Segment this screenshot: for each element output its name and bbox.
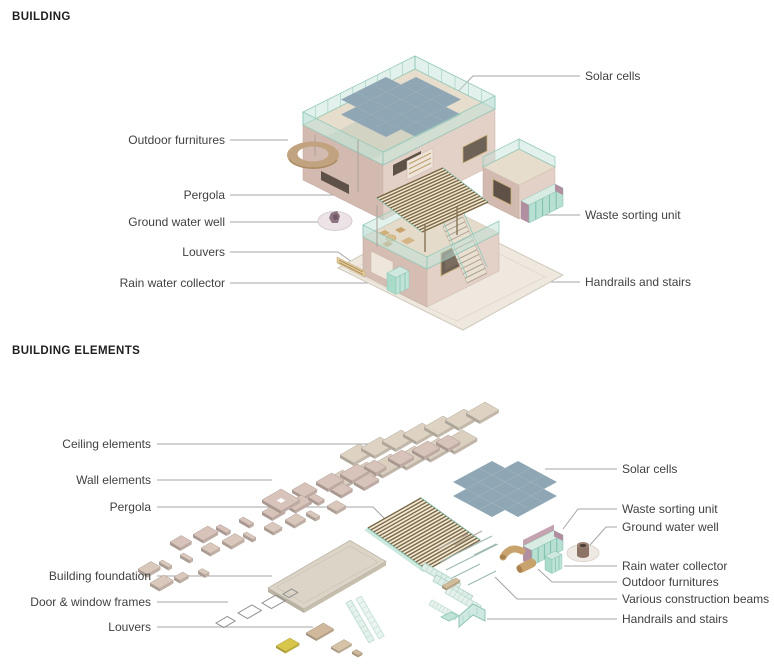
label-rain-water-collector-element: Rain water collector: [622, 559, 728, 573]
label-louvers-element: Louvers: [108, 620, 151, 634]
ground-water-well-element: [566, 542, 600, 562]
glass-parapet: [382, 95, 496, 166]
wall-panel-with-window: [261, 488, 301, 514]
pergola-canopy: [376, 167, 489, 252]
label-handrails-and-stairs-element: Handrails and stairs: [622, 612, 729, 626]
section-title-building: BUILDING: [12, 11, 71, 23]
louvers-awning: [336, 256, 366, 278]
label-door-window-frames: Door & window frames: [30, 595, 151, 609]
label-solar-cells-element: Solar cells: [622, 462, 678, 476]
label-handrails-and-stairs: Handrails and stairs: [585, 275, 692, 289]
label-ground-water-well-element: Ground water well: [622, 520, 719, 534]
handrails-element: [440, 603, 486, 629]
rain-water-collector-element: [544, 550, 563, 574]
waste-sorting-unit-element: [522, 524, 564, 566]
outdoor-furniture-ring: [287, 135, 378, 247]
label-ground-water-well: Ground water well: [128, 215, 225, 229]
outdoor-furnitures-element: [499, 545, 537, 573]
upper-volume: [302, 55, 496, 221]
label-waste-sorting-unit: Waste sorting unit: [585, 208, 681, 222]
leader-line: [494, 576, 617, 600]
leader-line: [589, 526, 617, 546]
label-various-construction-beams: Various construction beams: [622, 592, 770, 606]
leader-line: [537, 568, 617, 583]
label-outdoor-furnitures-element: Outdoor furnitures: [622, 575, 719, 589]
label-waste-sorting-unit-element: Waste sorting unit: [622, 502, 718, 516]
window-slot: [321, 171, 349, 194]
section-title-building-elements: BUILDING ELEMENTS: [12, 345, 141, 357]
solar-cells-element: [453, 461, 557, 517]
label-pergola: Pergola: [183, 188, 225, 202]
door-and-window-frames: [214, 588, 299, 629]
rain-water-collector: [386, 266, 410, 295]
solar-cells-roof: [341, 77, 461, 137]
ground-water-well: [317, 211, 353, 231]
building-foundation: [267, 540, 387, 613]
label-pergola-element: Pergola: [109, 500, 151, 514]
window-opening: [492, 178, 512, 206]
label-rain-water-collector: Rain water collector: [119, 276, 225, 290]
window-opening: [462, 134, 488, 164]
pergola-element: [364, 497, 482, 572]
label-building-foundation: Building foundation: [48, 569, 151, 583]
louvers-element: [275, 577, 461, 658]
leader-line: [562, 508, 617, 530]
label-wall-elements: Wall elements: [76, 473, 151, 487]
label-outdoor-furnitures: Outdoor furnitures: [128, 133, 225, 147]
label-solar-cells: Solar cells: [585, 69, 641, 83]
waste-sorting-unit: [520, 183, 564, 224]
label-ceiling-elements: Ceiling elements: [62, 437, 151, 451]
building-elements-illustration: [137, 401, 600, 658]
building-illustration: [287, 55, 565, 331]
leader-line: [230, 251, 357, 266]
glass-parapet: [426, 220, 500, 270]
glass-parapet: [518, 138, 556, 168]
construction-beams-element: [437, 530, 499, 586]
label-louvers: Louvers: [182, 245, 225, 259]
